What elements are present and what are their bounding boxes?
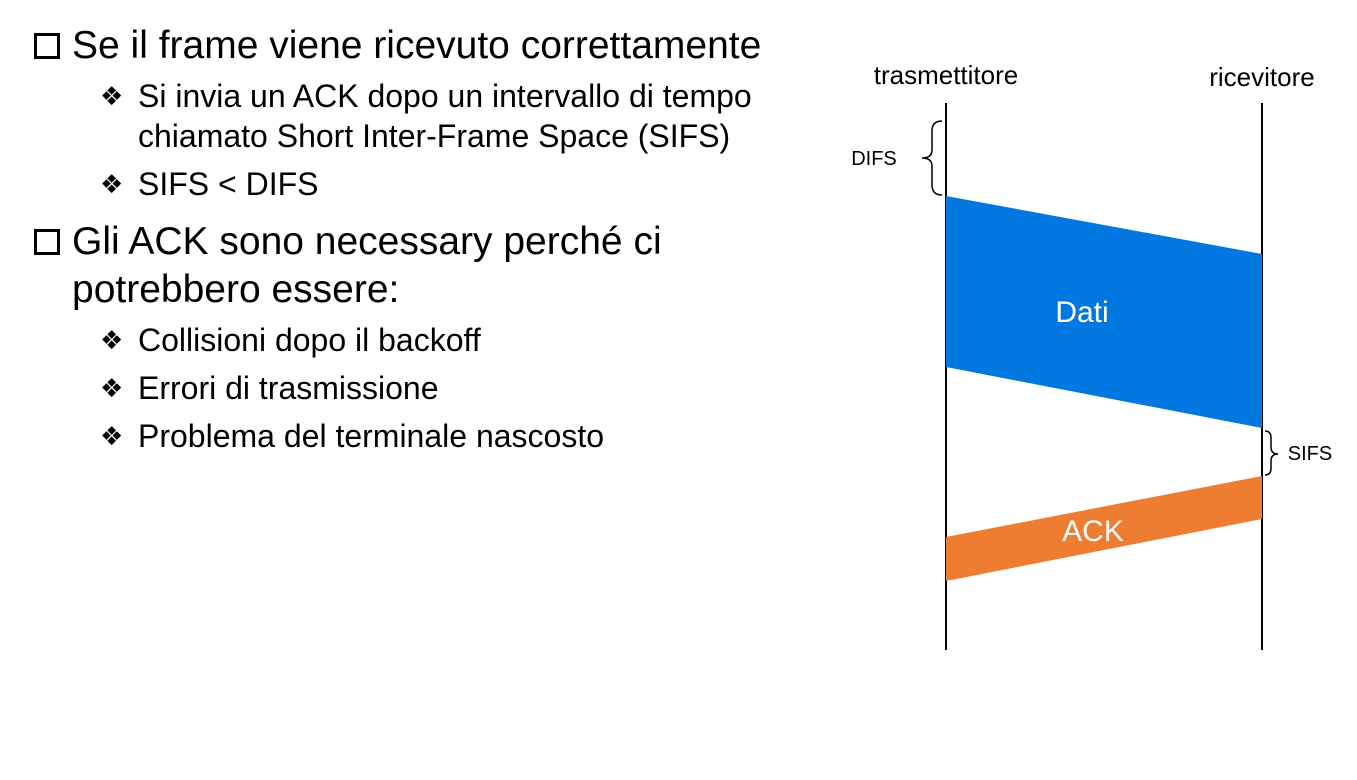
bullet-text: Errori di trasmissione	[138, 370, 439, 406]
diamond-bullet-icon: ❖	[100, 373, 124, 403]
difs-brace-icon	[921, 120, 943, 196]
ack-frame	[946, 476, 1262, 581]
ack-frame-label: ACK	[1062, 515, 1124, 548]
bullet-text: SIFS < DIFS	[138, 166, 319, 202]
bullet-level2: ❖ Problema del terminale nascosto	[30, 416, 810, 456]
bullet-text: Gli ACK sono necessary perché ci potrebb…	[72, 220, 662, 311]
bullet-text: Collisioni dopo il backoff	[138, 322, 481, 358]
sender-label: trasmettitore	[874, 60, 1019, 90]
bullet-level2: ❖ Si invia un ACK dopo un intervallo di …	[30, 76, 810, 156]
bullet-text: Si invia un ACK dopo un intervallo di te…	[138, 78, 752, 154]
bullet-text: Se il frame viene ricevuto correttamente	[72, 24, 762, 67]
difs-label: DIFS	[851, 148, 897, 170]
diamond-bullet-icon: ❖	[100, 325, 124, 355]
bullet-level1: Gli ACK sono necessary perché ci potrebb…	[30, 218, 810, 314]
bullet-list: Se il frame viene ricevuto correttamente…	[30, 22, 810, 464]
data-frame-label: Dati	[1055, 296, 1108, 329]
checkbox-bullet-icon	[34, 33, 60, 59]
receiver-label: ricevitore	[1209, 62, 1314, 92]
sifs-brace-icon	[1264, 430, 1279, 476]
diamond-bullet-icon: ❖	[100, 421, 124, 451]
bullet-level1: Se il frame viene ricevuto correttamente	[30, 22, 810, 70]
bullet-level2: ❖ SIFS < DIFS	[30, 164, 810, 204]
diamond-bullet-icon: ❖	[100, 81, 124, 111]
diamond-bullet-icon: ❖	[100, 169, 124, 199]
sifs-label: SIFS	[1288, 443, 1332, 465]
bullet-text: Problema del terminale nascosto	[138, 418, 605, 454]
bullet-level2: ❖ Errori di trasmissione	[30, 368, 810, 408]
data-frame	[946, 196, 1262, 428]
checkbox-bullet-icon	[34, 229, 60, 255]
bullet-level2: ❖ Collisioni dopo il backoff	[30, 320, 810, 360]
